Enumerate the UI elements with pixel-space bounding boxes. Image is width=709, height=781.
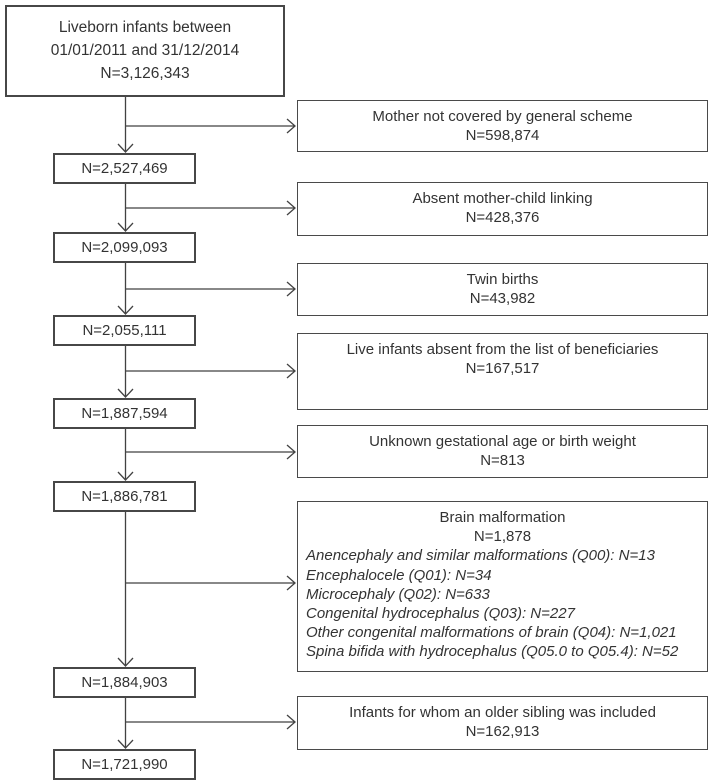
count-value: N=1,886,781 <box>81 488 168 505</box>
arrowhead-down-icon <box>117 305 134 315</box>
count-value: N=1,884,903 <box>81 674 168 691</box>
detail-line: Spina bifida with hydrocephalus (Q05.0 t… <box>306 643 679 661</box>
exclusion-label: Twin births <box>466 271 539 288</box>
exclusion-count: N=813 <box>480 452 525 470</box>
exclusion-count: N=167,517 <box>465 360 540 378</box>
count-box: N=1,886,781 <box>53 481 196 512</box>
detail-line: Other congenital malformations of brain … <box>306 624 677 642</box>
exclusion-box: Infants for whom an older sibling was in… <box>297 696 708 750</box>
exclusion-count: N=428,376 <box>465 209 540 227</box>
enrollment-line: 01/01/2011 and 31/12/2014 <box>50 42 240 59</box>
detail-line: Encephalocele (Q01): N=34 <box>306 566 492 584</box>
exclusion-box-brain-malformation: Brain malformation N=1,878 Anencephaly a… <box>297 501 708 672</box>
count-box: N=2,055,111 <box>53 315 196 346</box>
arrowhead-down-icon <box>117 471 134 481</box>
detail-line: Microcephaly (Q02): N=633 <box>306 585 490 603</box>
exclusion-label: Brain malformation <box>439 509 566 526</box>
exclusion-label: Infants for whom an older sibling was in… <box>349 704 656 721</box>
exclusion-count: N=1,878 <box>473 528 532 546</box>
arrowhead-right-icon <box>286 444 296 460</box>
arrowhead-right-icon <box>286 118 296 134</box>
exclusion-box: Absent mother-child linking N=428,376 <box>297 182 708 236</box>
enrollment-line: Liveborn infants between <box>58 19 232 36</box>
detail-line: Congenital hydrocephalus (Q03): N=227 <box>306 605 575 623</box>
detail-line: Anencephaly and similar malformations (Q… <box>306 547 655 565</box>
count-value: N=2,055,111 <box>82 322 167 339</box>
exclusion-box: Live infants absent from the list of ben… <box>297 333 708 410</box>
count-box: N=1,887,594 <box>53 398 196 429</box>
count-box: N=2,099,093 <box>53 232 196 263</box>
exclusion-count: N=162,913 <box>465 723 540 741</box>
arrowhead-down-icon <box>117 143 134 153</box>
enrollment-count: N=3,126,343 <box>100 65 190 82</box>
count-box: N=1,721,990 <box>53 749 196 780</box>
arrowhead-right-icon <box>286 281 296 297</box>
arrowhead-down-icon <box>117 657 134 667</box>
exclusion-label: Live infants absent from the list of ben… <box>346 341 659 358</box>
exclusion-label: Absent mother-child linking <box>412 190 593 207</box>
exclusion-box: Mother not covered by general scheme N=5… <box>297 100 708 152</box>
exclusion-box: Unknown gestational age or birth weight … <box>297 425 708 478</box>
arrowhead-right-icon <box>286 363 296 379</box>
arrowhead-down-icon <box>117 222 134 232</box>
enrollment-box: Liveborn infants between 01/01/2011 and … <box>5 5 285 97</box>
count-box: N=2,527,469 <box>53 153 196 184</box>
count-value: N=2,099,093 <box>81 239 168 256</box>
count-value: N=2,527,469 <box>81 160 168 177</box>
count-value: N=1,721,990 <box>81 756 168 773</box>
arrowhead-right-icon <box>286 200 296 216</box>
count-value: N=1,887,594 <box>81 405 168 422</box>
exclusion-label: Unknown gestational age or birth weight <box>369 433 636 450</box>
exclusion-count: N=43,982 <box>469 290 536 308</box>
arrowhead-down-icon <box>117 739 134 749</box>
exclusion-box: Twin births N=43,982 <box>297 263 708 316</box>
arrowhead-right-icon <box>286 575 296 591</box>
exclusion-count: N=598,874 <box>465 127 540 145</box>
arrowhead-right-icon <box>286 714 296 730</box>
exclusion-label: Mother not covered by general scheme <box>372 108 633 125</box>
arrowhead-down-icon <box>117 388 134 398</box>
count-box: N=1,884,903 <box>53 667 196 698</box>
